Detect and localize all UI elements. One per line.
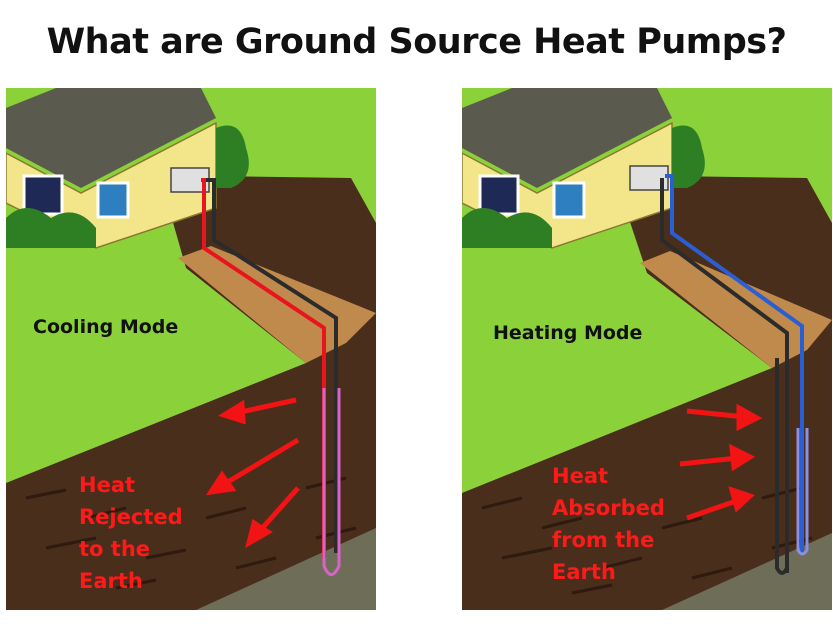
return-pipe (660, 178, 789, 573)
cooling-mode-panel: Cooling Mode Heat Rejected to the Earth (6, 88, 376, 610)
cooling-illustration (6, 88, 376, 610)
heat-arrow-head (728, 486, 755, 513)
bush (6, 208, 96, 248)
heat-caption-line: from the (552, 528, 655, 552)
return-loop (775, 358, 789, 575)
bush-right (672, 125, 705, 188)
mode-label: Heating Mode (493, 322, 643, 344)
heat-arrow (219, 437, 300, 489)
mode-label: Cooling Mode (33, 316, 179, 338)
ground-loop (796, 428, 809, 556)
heat-caption-line: Rejected (79, 505, 183, 529)
heat-caption: Heat Absorbed from the Earth (552, 460, 665, 588)
rock-layer (662, 533, 832, 610)
heat-caption: Heat Rejected to the Earth (79, 469, 183, 597)
heat-arrow-head (729, 443, 756, 472)
heat-caption-line: Heat (552, 464, 609, 488)
trench-floor (640, 251, 832, 368)
heat-caption-line: Earth (552, 560, 616, 584)
bush (462, 208, 552, 248)
heat-caption-line: Absorbed (552, 496, 665, 520)
heat-caption-line: to the (79, 537, 151, 561)
heat-arrow (686, 408, 746, 420)
heat-arrow-head (205, 470, 237, 496)
heat-arrow-head (245, 519, 273, 549)
bush-right (216, 125, 249, 188)
heat-arrow (679, 455, 739, 467)
heat-arrow (256, 486, 300, 535)
heat-caption-line: Heat (79, 473, 136, 497)
trench-floor (178, 246, 376, 363)
heat-arrows (205, 397, 300, 549)
rock-layer (196, 528, 376, 610)
heating-illustration (462, 88, 832, 610)
heat-caption-line: Earth (79, 569, 143, 593)
heating-mode-panel: Heating Mode Heat Absorbed from the Eart… (462, 88, 832, 610)
soil-texture (481, 486, 813, 595)
house-roof (462, 88, 672, 188)
heat-arrow (235, 397, 297, 416)
return-pipe (206, 178, 338, 553)
page-title: What are Ground Source Heat Pumps? (46, 22, 787, 62)
window-left (22, 174, 64, 216)
heat-arrow-head (218, 399, 246, 425)
heat-arrows (679, 403, 763, 521)
window-right (96, 181, 130, 219)
heat-arrow-head (736, 403, 763, 432)
window-right (552, 181, 586, 219)
ground-loop (322, 388, 341, 576)
house-roof (6, 88, 216, 188)
supply-pipe (665, 174, 804, 553)
heat-arrow (686, 497, 740, 521)
